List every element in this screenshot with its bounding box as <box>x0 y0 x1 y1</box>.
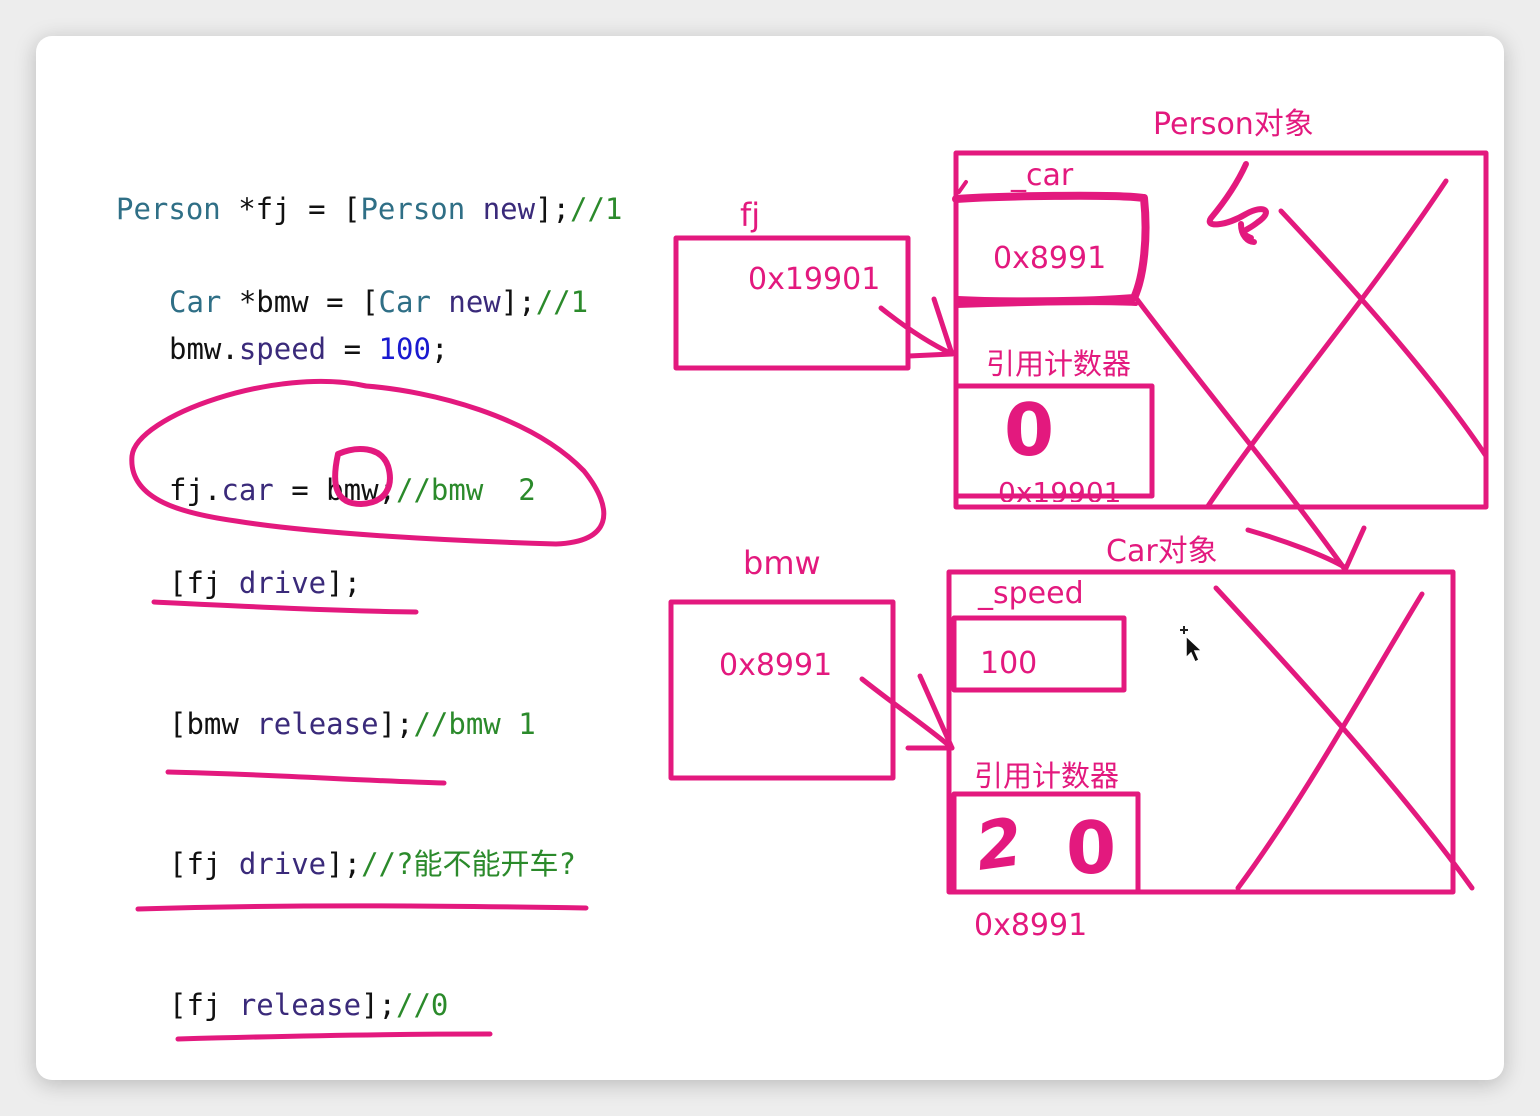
arrow-person-car-head <box>1245 525 1367 571</box>
code-token: new <box>482 192 536 226</box>
code-token: new <box>448 285 501 319</box>
underline-fj-release <box>175 1031 493 1042</box>
bmw-label: bmw <box>743 544 821 582</box>
code-token: Person <box>360 192 466 226</box>
arrow-bmw-to-car-head <box>905 673 955 751</box>
code-token: //1 <box>570 192 623 226</box>
code-token: Car <box>169 285 222 319</box>
car-refcount-cell <box>951 791 1141 895</box>
car-object-title: Car对象 <box>1106 534 1218 569</box>
code-token: *bmw = [ <box>221 285 379 319</box>
code-token: //?能不能开车? <box>361 847 576 881</box>
code-token: ]; <box>326 847 362 881</box>
bmw-pointer-box <box>668 599 896 781</box>
code-token: [bmw <box>169 707 257 741</box>
person-cell-divider <box>954 301 1138 308</box>
car-cross-stroke-b <box>1235 591 1425 891</box>
code-line-car-new: Car *bmw = [Car new];//1 <box>169 284 588 320</box>
person-object-title: Person对象 <box>1153 107 1314 142</box>
code-token: car <box>221 473 274 507</box>
code-token: [fj <box>169 566 239 600</box>
code-token: fj. <box>169 473 222 507</box>
code-token: release <box>238 988 362 1022</box>
car-refcount-label: 引用计数器 <box>974 759 1120 793</box>
code-token: ]; <box>500 285 536 319</box>
code-token: release <box>256 707 379 741</box>
code-token: ]; <box>378 707 414 741</box>
car-object-box <box>946 569 1456 895</box>
code-line-drive-1: [fj drive]; <box>169 565 361 601</box>
car-speed-field-label: _speed <box>978 576 1084 611</box>
underline-drive-1 <box>151 599 419 615</box>
code-line-drive-2: [fj drive];//?能不能开车? <box>169 846 576 882</box>
code-token: drive <box>238 847 327 881</box>
underline-bmw-release <box>165 769 447 786</box>
person-car-field-tick <box>957 180 968 194</box>
code-token: = <box>326 332 379 366</box>
arrow-fj-to-person <box>878 305 955 357</box>
code-token: //1 <box>535 285 589 319</box>
person-object-box <box>953 150 1489 510</box>
car-refcount-value: 0 <box>1066 806 1117 890</box>
person-car-value: 0x8991 <box>993 241 1107 276</box>
annotation-ink-layer <box>129 150 1489 1042</box>
fj-pointer-box <box>673 235 911 371</box>
code-token: //0 <box>395 988 449 1022</box>
code-token: [fj <box>169 847 239 881</box>
car-address: 0x8991 <box>974 908 1088 943</box>
code-token: *fj = [ <box>220 192 361 226</box>
person-cross-stroke-a <box>1278 208 1489 459</box>
person-car-cell <box>952 191 1150 306</box>
car-cross-stroke-a <box>1213 585 1475 891</box>
person-refcount-cell <box>953 383 1155 499</box>
code-token: ]; <box>535 192 570 226</box>
mouse-cursor-icon <box>1180 626 1204 664</box>
code-token: Car <box>378 285 431 319</box>
code-token: ; <box>430 332 449 366</box>
code-highlight-bmw-circle <box>332 446 393 507</box>
code-token: bmw. <box>169 332 239 366</box>
person-cross-stroke-b <box>1205 178 1449 509</box>
fj-pointer-value: 0x19901 <box>748 262 881 297</box>
code-line-person-new: Person *fj = [Person new];//1 <box>116 191 622 227</box>
car-speed-cell <box>951 615 1127 693</box>
code-highlight-loop <box>129 379 607 547</box>
code-token: speed <box>238 332 327 366</box>
arrow-person-car-to-car-object <box>1133 295 1349 574</box>
code-token: //bmw 1 <box>413 707 536 741</box>
fj-label: fj <box>740 196 761 234</box>
code-line-speed: bmw.speed = 100; <box>169 331 448 367</box>
code-token: [fj <box>169 988 239 1022</box>
code-line-fj-release: [fj release];//0 <box>169 987 448 1023</box>
underline-drive-2 <box>135 903 589 912</box>
person-refcount-value: 0 <box>1004 388 1055 472</box>
bmw-pointer-value: 0x8991 <box>719 648 833 683</box>
car-speed-value: 100 <box>980 646 1038 681</box>
arrow-fj-to-person-head <box>906 296 955 359</box>
person-car-field-label: _car <box>1011 158 1074 193</box>
code-token: ]; <box>361 988 396 1022</box>
slide-window: Person *fj = [Person new];//1 Car *bmw =… <box>36 36 1504 1080</box>
code-token: ]; <box>326 566 362 600</box>
code-token: 100 <box>378 332 431 366</box>
code-token: //bmw 2 <box>396 473 536 507</box>
person-scribble <box>1206 161 1269 245</box>
code-line-bmw-release: [bmw release];//bmw 1 <box>169 706 536 742</box>
code-token: drive <box>238 566 327 600</box>
person-refcount-label: 引用计数器 <box>986 347 1132 381</box>
arrow-bmw-to-car <box>859 676 955 751</box>
code-token: Person <box>116 192 221 226</box>
